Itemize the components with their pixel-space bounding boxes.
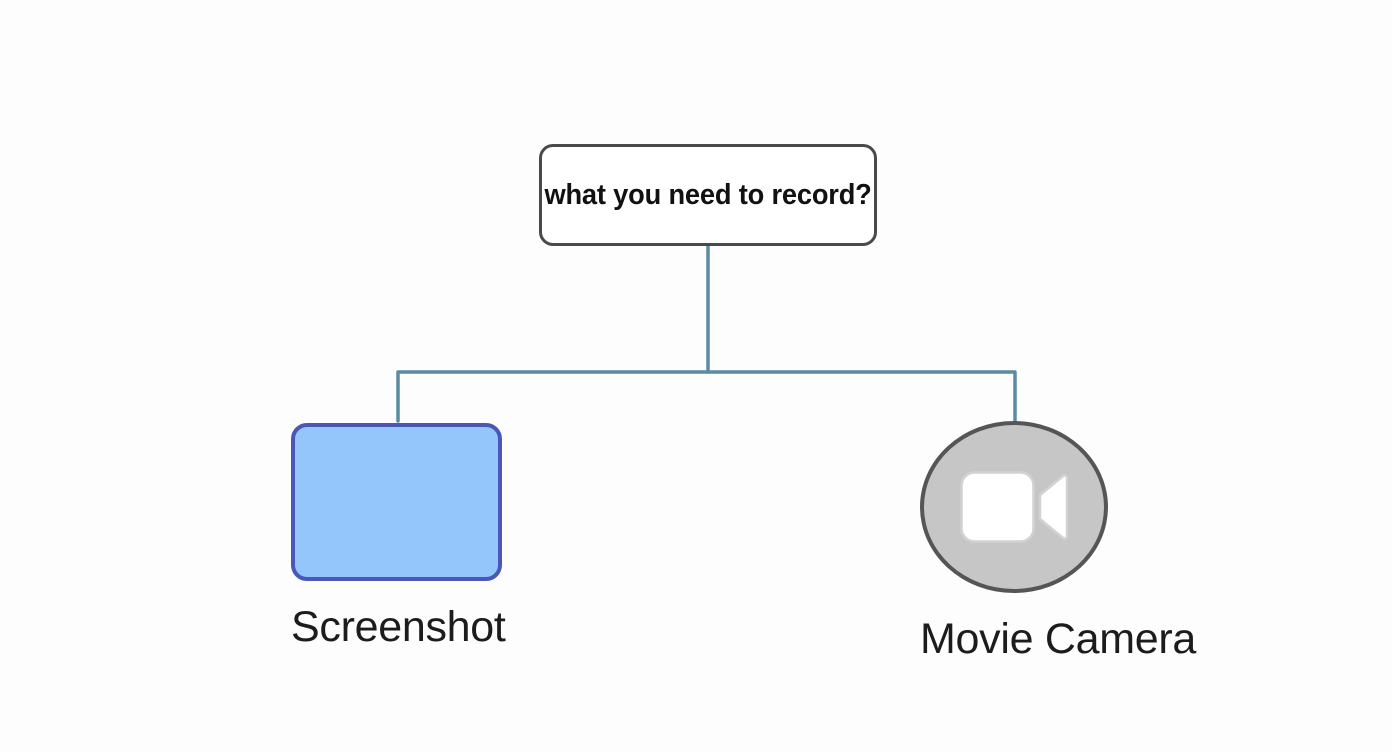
- edge-to-movie-camera: [706, 370, 1017, 423]
- node-movie-camera[interactable]: Movie Camera: [920, 421, 1196, 664]
- root-node-label: what you need to record?: [544, 178, 872, 211]
- edge-to-screenshot: [396, 370, 710, 423]
- movie-camera-circle[interactable]: [920, 421, 1108, 593]
- node-movie-camera-label: Movie Camera: [920, 615, 1196, 663]
- movie-camera-icon: [960, 471, 1068, 543]
- screenshot-rectangle-icon[interactable]: [291, 423, 502, 581]
- root-node[interactable]: what you need to record?: [539, 144, 877, 246]
- node-screenshot[interactable]: Screenshot: [291, 423, 506, 652]
- node-screenshot-label: Screenshot: [291, 603, 506, 651]
